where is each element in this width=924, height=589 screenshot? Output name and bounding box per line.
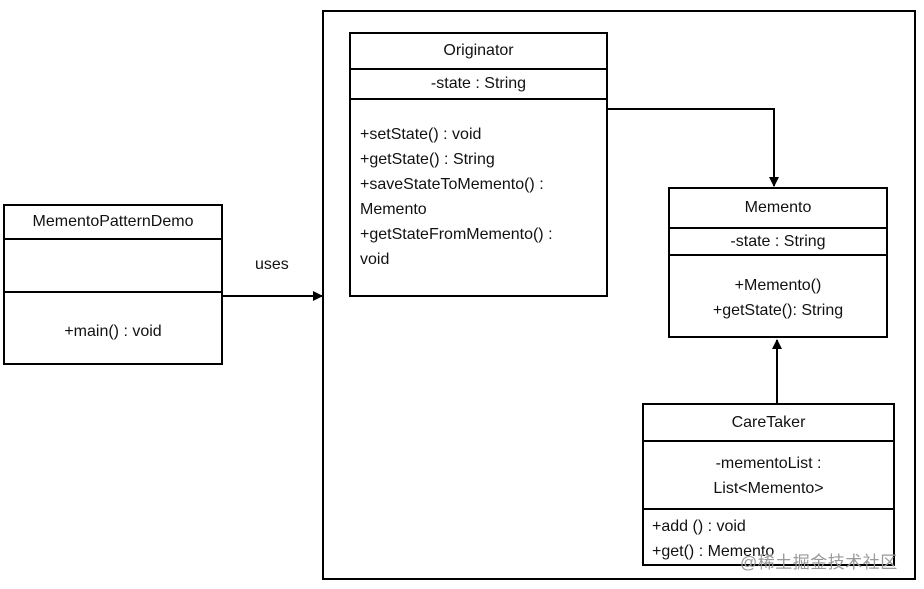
class-name: MementoPatternDemo bbox=[5, 206, 221, 240]
method-get-state: +getState(): String bbox=[712, 302, 844, 319]
package-frame bbox=[322, 10, 916, 580]
class-memento: Memento -state : String +Memento() +getS… bbox=[668, 187, 888, 338]
class-originator: Originator -state : String +setState() :… bbox=[349, 32, 608, 297]
uses-label: uses bbox=[255, 256, 289, 273]
method-save-state-return-type: Memento bbox=[360, 201, 427, 218]
methods-section: +Memento() +getState(): String bbox=[670, 256, 886, 336]
method-get-state: +getState() : String bbox=[360, 151, 495, 168]
method-memento-constructor: +Memento() bbox=[734, 277, 822, 294]
attribute-state: -state : String bbox=[430, 75, 527, 92]
method-main: +main() : void bbox=[64, 323, 162, 340]
method-add: +add () : void bbox=[652, 518, 746, 535]
methods-section: +setState() : void +getState() : String … bbox=[351, 100, 606, 295]
attribute-memento-list-type: List<Memento> bbox=[713, 480, 824, 497]
attributes-section bbox=[5, 240, 221, 293]
class-name: Originator bbox=[351, 34, 606, 70]
attributes-section: -mementoList : List<Memento> bbox=[644, 442, 893, 510]
class-caretaker: CareTaker -mementoList : List<Memento> +… bbox=[642, 403, 895, 566]
methods-section: +add () : void +get() : Memento bbox=[644, 510, 893, 564]
method-save-state-to-memento: +saveStateToMemento() : bbox=[360, 176, 544, 193]
attribute-memento-list: -mementoList : bbox=[715, 455, 822, 472]
attributes-section: -state : String bbox=[670, 229, 886, 256]
class-name: Memento bbox=[670, 189, 886, 229]
watermark: @稀土掘金技术社区 bbox=[740, 553, 898, 572]
class-memento-pattern-demo: MementoPatternDemo +main() : void bbox=[3, 204, 223, 365]
method-get-state-from-memento-return-type: void bbox=[360, 251, 390, 268]
method-get-state-from-memento: +getStateFromMemento() : bbox=[360, 226, 553, 243]
method-set-state: +setState() : void bbox=[360, 126, 482, 143]
attributes-section: -state : String bbox=[351, 70, 606, 100]
method-get: +get() : Memento bbox=[652, 543, 775, 560]
class-name: CareTaker bbox=[644, 405, 893, 442]
methods-section: +main() : void bbox=[5, 293, 221, 363]
attribute-state: -state : String bbox=[730, 233, 826, 250]
